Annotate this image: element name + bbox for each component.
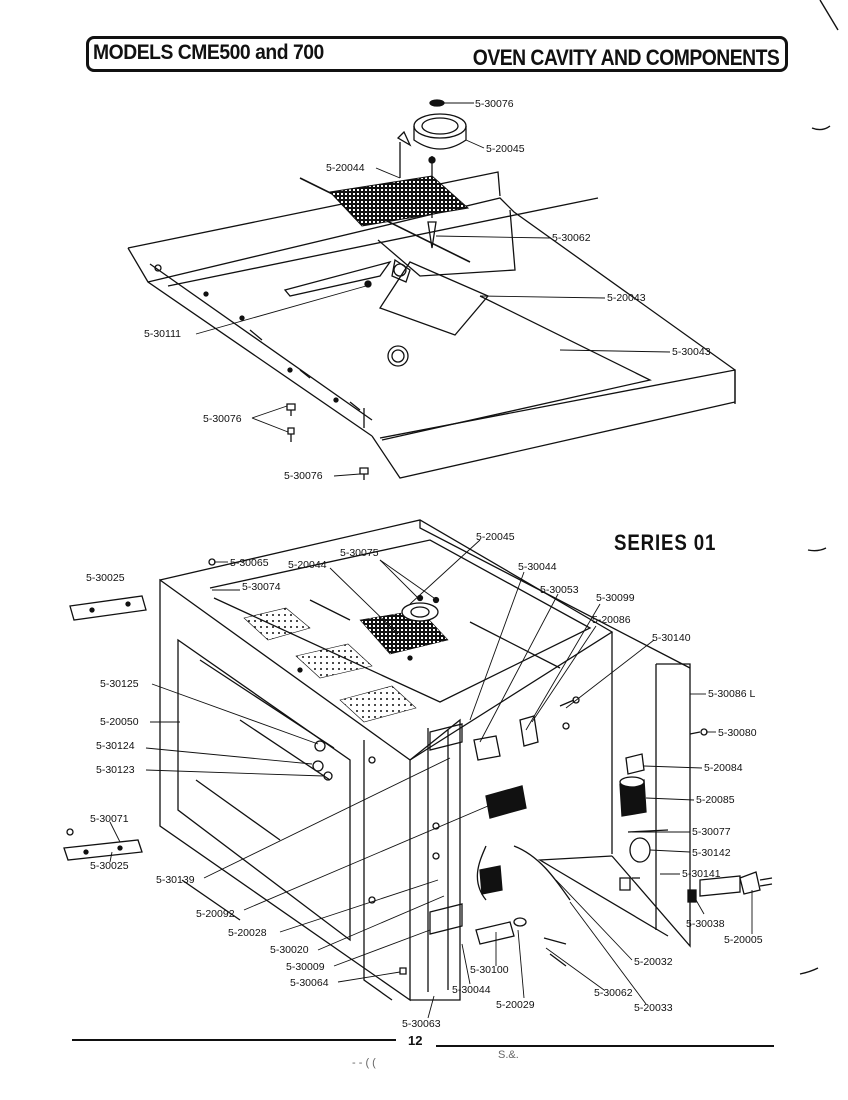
- label-bottom-9: 5-20086: [592, 614, 631, 626]
- label-top-2: 5-20044: [326, 162, 365, 174]
- models-title: MODELS CME500 and 700: [93, 41, 324, 64]
- top-stirrer-motor: [364, 99, 467, 288]
- label-bottom-8: 5-30099: [596, 592, 635, 604]
- label-top-0: 5-30076: [475, 98, 514, 110]
- page-header: MODELS CME500 and 700 OVEN CAVITY AND CO…: [86, 36, 788, 72]
- door-switches: [429, 696, 580, 967]
- bottom-part-labels: 5-30065 5-20045 5-30075 5-20044 5-30025 …: [86, 531, 763, 1030]
- label-bottom-5: 5-30074: [242, 581, 281, 593]
- top-leader-lines: [195, 102, 671, 477]
- label-bottom-24: 5-30141: [682, 868, 721, 880]
- door-latch-strips: [63, 558, 407, 975]
- label-bottom-22: 5-30142: [692, 847, 731, 859]
- label-bottom-26: 5-30038: [686, 918, 725, 930]
- label-bottom-36: 5-20029: [496, 999, 535, 1011]
- label-bottom-16: 5-20084: [704, 762, 743, 774]
- label-bottom-14: 5-30080: [718, 727, 757, 739]
- label-bottom-10: 5-30140: [652, 632, 691, 644]
- top-loose-screws: [286, 403, 369, 480]
- page-footer: 12 - - ( ( S.&.: [72, 1033, 774, 1069]
- label-bottom-29: 5-30020: [270, 944, 309, 956]
- label-bottom-1: 5-20045: [476, 531, 515, 543]
- label-bottom-12: 5-30086 L: [708, 688, 755, 700]
- label-top-1: 5-20045: [486, 143, 525, 155]
- cavity-vent-holes: [243, 607, 449, 723]
- top-part-labels: 5-30076 5-20045 5-20044 5-30062 5-20043 …: [144, 98, 711, 482]
- label-top-7: 5-30076: [203, 413, 242, 425]
- section-title: OVEN CAVITY AND COMPONENTS: [472, 45, 780, 70]
- label-bottom-32: 5-30064: [290, 977, 329, 989]
- bottom-leader-lines: [109, 539, 753, 1019]
- cavity-stirrer-motor: [401, 594, 440, 661]
- label-bottom-34: 5-30044: [452, 984, 491, 996]
- label-bottom-11: 5-30125: [100, 678, 139, 690]
- top-grill: [328, 175, 470, 227]
- label-bottom-3: 5-20044: [288, 559, 327, 571]
- margin-marks: [799, 0, 839, 975]
- label-top-8: 5-30076: [284, 470, 323, 482]
- label-bottom-38: 5-30063: [402, 1018, 441, 1030]
- label-top-6: 5-30043: [672, 346, 711, 358]
- label-bottom-6: 5-30044: [518, 561, 557, 573]
- label-bottom-28: 5-20028: [228, 927, 267, 939]
- label-bottom-4: 5-30025: [86, 572, 125, 584]
- label-bottom-37: 5-20033: [634, 1002, 673, 1014]
- label-bottom-19: 5-30071: [90, 813, 129, 825]
- label-bottom-30: 5-20032: [634, 956, 673, 968]
- label-bottom-35: 5-30062: [594, 987, 633, 999]
- label-bottom-33: 5-30100: [470, 964, 509, 976]
- label-bottom-23: 5-30139: [156, 874, 195, 886]
- page-number: 12: [408, 1033, 422, 1048]
- label-bottom-17: 5-30123: [96, 764, 135, 776]
- label-top-5: 5-30111: [144, 328, 181, 340]
- label-bottom-18: 5-20085: [696, 794, 735, 806]
- series-label: SERIES 01: [614, 530, 717, 555]
- label-top-3: 5-30062: [552, 232, 591, 244]
- label-bottom-31: 5-30009: [286, 961, 325, 973]
- label-bottom-2: 5-30075: [340, 547, 379, 559]
- label-bottom-21: 5-30025: [90, 860, 129, 872]
- label-bottom-27: 5-20005: [724, 934, 763, 946]
- label-bottom-13: 5-20050: [100, 716, 139, 728]
- label-bottom-25: 5-20092: [196, 908, 235, 920]
- label-bottom-7: 5-30053: [540, 584, 579, 596]
- label-bottom-20: 5-30077: [692, 826, 731, 838]
- footer-mark: S.&.: [498, 1049, 519, 1061]
- footer-scribble: - - ( (: [352, 1057, 376, 1069]
- label-top-4: 5-20043: [607, 292, 646, 304]
- label-bottom-0: 5-30065: [230, 557, 269, 569]
- label-bottom-15: 5-30124: [96, 740, 135, 752]
